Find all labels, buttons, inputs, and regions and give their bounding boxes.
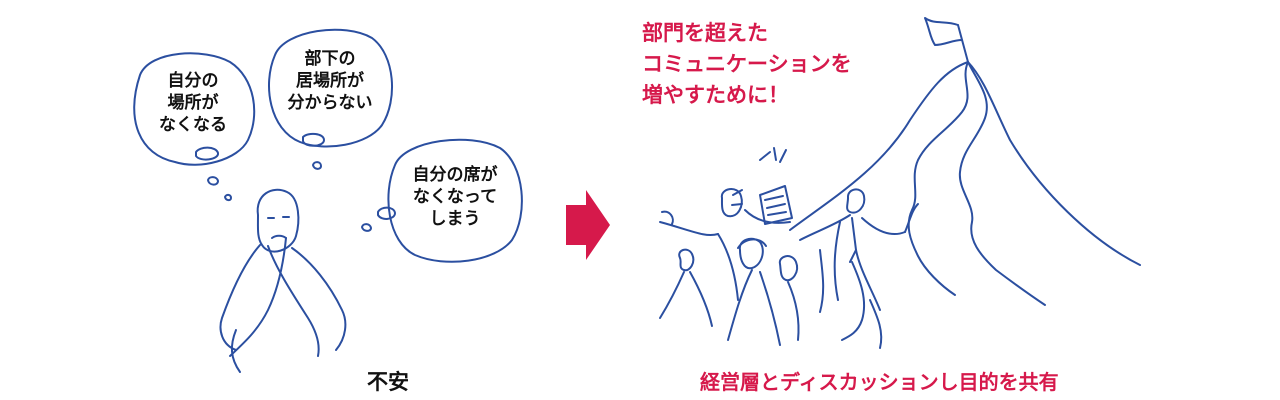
crowd-figures: [659, 147, 919, 349]
thought-bubble-1-trail-large: [195, 146, 219, 161]
thought-bubble-3-text: 自分の席が なくなって しまう: [412, 165, 498, 229]
thought-bubble-1-trail-small: [224, 193, 232, 202]
thought-bubble-1-text: 自分の 場所が なくなる: [159, 71, 227, 135]
winding-path-right: [958, 61, 1046, 306]
thought-bubble-2-outline: [268, 28, 393, 148]
thought-bubble-2-text: 部下の 居場所が 分からない: [287, 49, 373, 113]
thought-bubble-3-trail-large: [377, 206, 396, 220]
worried-person-figure: [219, 188, 347, 373]
thought-bubble-1-outline: [133, 52, 256, 166]
thought-bubble-2-trail-small: [312, 161, 322, 170]
right-caption: 経営層とディスカッションし目的を共有: [700, 370, 1059, 394]
thought-bubble-3-outline: [387, 138, 523, 263]
thought-bubble-1-trail-medium: [207, 176, 219, 186]
flag-icon: [924, 17, 969, 63]
thought-bubble-2-trail-large: [302, 132, 325, 147]
left-caption: 不安: [367, 370, 409, 394]
winding-path-left: [907, 61, 969, 296]
right-headline: 部門を超えた コミュニケーションを 増やすために！: [642, 21, 852, 107]
thought-bubble-3-trail-small: [361, 223, 372, 232]
